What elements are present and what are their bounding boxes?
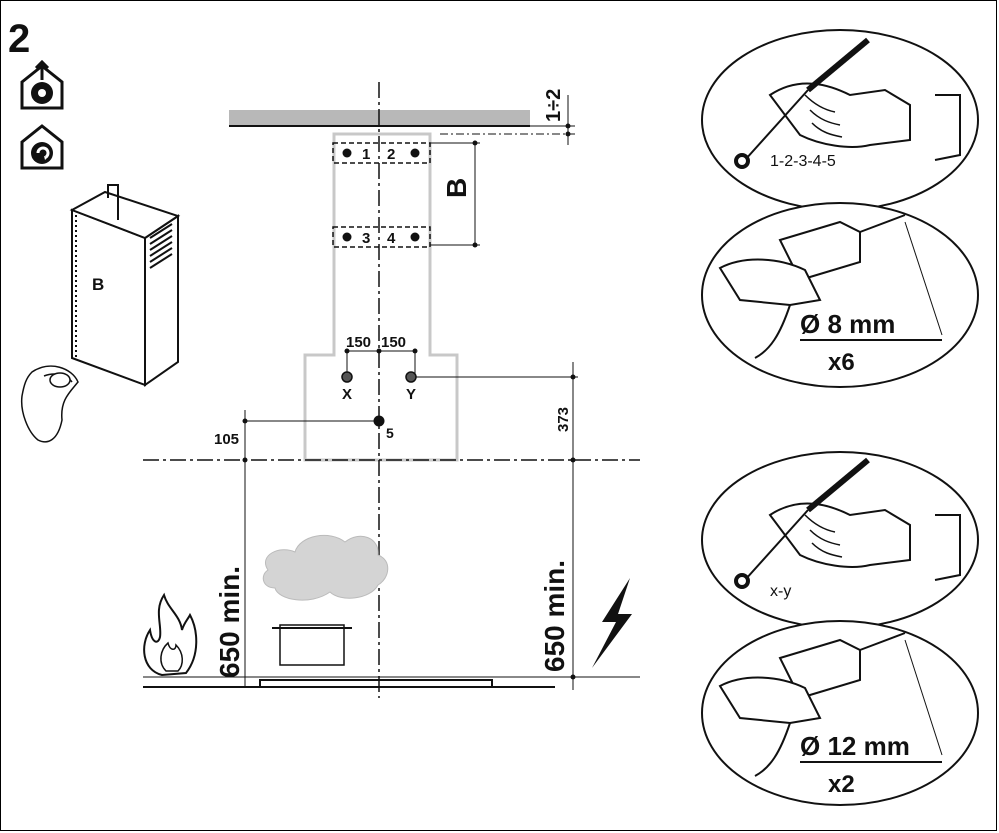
point-y-label: Y bbox=[406, 386, 416, 403]
min-distance-left: 650 min. bbox=[214, 566, 245, 678]
chimney-illustration: B bbox=[20, 184, 181, 443]
point-5-label: 5 bbox=[386, 425, 394, 441]
step-mark-xy: x-y bbox=[701, 451, 979, 629]
step-drill-8mm: Ø 8 mm x6 bbox=[701, 202, 979, 388]
dim-373-label: 373 bbox=[555, 407, 572, 432]
drill-12mm-count: x2 bbox=[828, 771, 855, 798]
drill-12mm-diameter: Ø 12 mm bbox=[800, 731, 910, 761]
ceiling-gap-label: 1÷2 bbox=[543, 89, 565, 122]
dim-105-label: 105 bbox=[214, 431, 239, 448]
bracket-lower: 3 4 bbox=[332, 226, 480, 248]
point-x-label: X bbox=[342, 386, 352, 403]
step-drill-12mm: Ø 12 mm x2 bbox=[701, 620, 979, 806]
hole-2: 2 bbox=[387, 146, 395, 163]
hole-1: 1 bbox=[362, 146, 370, 163]
drill-8mm-diameter: Ø 8 mm bbox=[800, 309, 895, 339]
exhaust-house-icon bbox=[20, 59, 64, 110]
recirculation-house-icon bbox=[20, 124, 64, 170]
bracket-upper: 1 2 bbox=[332, 142, 480, 164]
mark-holes-label: 1-2-3-4-5 bbox=[770, 153, 836, 170]
step-number: 2 bbox=[8, 17, 30, 61]
offset-right-label: 150 bbox=[381, 334, 406, 351]
electric-hazard-icon bbox=[592, 578, 632, 668]
hood-outline bbox=[303, 132, 459, 462]
bracket-height-label: B bbox=[441, 178, 472, 198]
mark-xy-label: x-y bbox=[770, 583, 791, 600]
chimney-label: B bbox=[92, 275, 104, 294]
offset-left-label: 150 bbox=[346, 334, 371, 351]
hole-4: 4 bbox=[387, 230, 396, 247]
min-distance-right: 650 min. bbox=[539, 560, 570, 672]
pot-steam-illustration bbox=[262, 534, 389, 666]
hole-3: 3 bbox=[362, 230, 370, 247]
drill-8mm-count: x6 bbox=[828, 349, 855, 376]
flame-icon bbox=[143, 592, 198, 677]
step-mark-holes: 1-2-3-4-5 bbox=[701, 29, 979, 211]
